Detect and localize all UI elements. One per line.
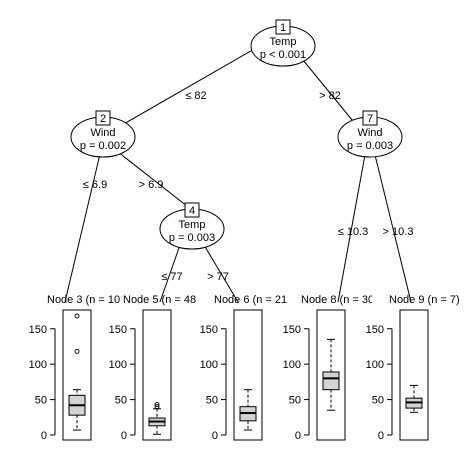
y-tick-label: 150 bbox=[366, 324, 384, 336]
node-id: 1 bbox=[280, 22, 286, 34]
node-id: 7 bbox=[367, 113, 373, 125]
edge-7-9 bbox=[374, 154, 412, 303]
edge-label: ≤ 77 bbox=[161, 271, 182, 283]
outlier-point bbox=[154, 402, 160, 407]
node-p-value: p < 0.001 bbox=[260, 49, 306, 61]
y-tick-label: 100 bbox=[366, 359, 384, 371]
edge-label: ≤ 6.9 bbox=[83, 179, 107, 191]
iqr-box bbox=[322, 371, 340, 391]
boxplot-panels: 0 50 100 150 0 50 100 150 0 50 100 150 0 50 100 150 0 50 1… bbox=[29, 309, 429, 442]
y-tick-label: 0 bbox=[41, 430, 47, 442]
y-tick-label: 0 bbox=[378, 430, 384, 442]
node-p-value: p = 0.003 bbox=[169, 232, 215, 244]
node-variable: Temp bbox=[270, 36, 297, 48]
outlier-point bbox=[154, 404, 160, 410]
y-tick-label: 100 bbox=[109, 359, 127, 371]
outlier-point bbox=[74, 313, 80, 319]
y-tick-label: 50 bbox=[289, 395, 301, 407]
node-variable: Temp bbox=[179, 219, 206, 231]
y-tick-label: 150 bbox=[29, 324, 47, 336]
edge-label: > 6.9 bbox=[139, 179, 164, 191]
edge-label: ≤ 82 bbox=[185, 90, 206, 102]
y-tick-label: 50 bbox=[35, 395, 47, 407]
node-id: 4 bbox=[189, 205, 195, 217]
inner-node-7: 7 Wind p = 0.003 bbox=[337, 110, 403, 158]
edge-4-5 bbox=[159, 244, 181, 303]
edge-label: ≤ 10.3 bbox=[338, 226, 369, 238]
node-p-value: p = 0.002 bbox=[80, 140, 126, 152]
inner-node-4: 4 Temp p = 0.003 bbox=[159, 202, 225, 250]
outlier-point bbox=[74, 348, 80, 354]
node-variable: Wind bbox=[357, 127, 382, 139]
node-variable: Wind bbox=[90, 127, 115, 139]
edge-label: > 10.3 bbox=[383, 226, 414, 238]
terminal-node-title: Node 3 (n = 10 bbox=[47, 294, 120, 306]
node-id: 2 bbox=[100, 113, 106, 125]
y-tick-label: 100 bbox=[283, 359, 301, 371]
edge-7-8 bbox=[337, 154, 366, 303]
y-tick-label: 0 bbox=[295, 430, 301, 442]
boxplot-panel bbox=[62, 309, 92, 441]
y-tick-label: 150 bbox=[283, 324, 301, 336]
y-tick-label: 150 bbox=[109, 324, 127, 336]
terminal-node-title: Node 5 (n = 48 bbox=[123, 294, 196, 306]
y-tick-label: 150 bbox=[200, 324, 218, 336]
y-tick-label: 50 bbox=[115, 395, 127, 407]
terminal-node-title: Node 8 (n = 30 bbox=[301, 294, 374, 306]
boxplot-panel bbox=[316, 309, 346, 441]
y-tick-label: 0 bbox=[212, 430, 218, 442]
node-p-value: p = 0.003 bbox=[347, 140, 393, 152]
terminal-node-title: Node 9 (n = 7) bbox=[389, 294, 460, 306]
y-tick-label: 100 bbox=[29, 359, 47, 371]
edge-2-3 bbox=[64, 153, 101, 303]
inner-node-1: 1 Temp p < 0.001 bbox=[250, 19, 316, 67]
y-tick-label: 0 bbox=[121, 430, 127, 442]
y-tick-label: 100 bbox=[200, 359, 218, 371]
edge-1-2 bbox=[121, 47, 257, 126]
y-tick-label: 50 bbox=[206, 395, 218, 407]
edge-4-6 bbox=[203, 244, 239, 303]
edge-2-4 bbox=[117, 151, 193, 211]
boxplot-panel bbox=[399, 309, 429, 441]
terminal-node-title: Node 6 (n = 21 bbox=[214, 294, 287, 306]
y-tick-label: 50 bbox=[372, 395, 384, 407]
inner-node-2: 2 Wind p = 0.002 bbox=[70, 110, 136, 158]
edge-label: > 82 bbox=[319, 90, 341, 102]
edge-label: > 77 bbox=[207, 271, 229, 283]
edge-1-7 bbox=[302, 59, 358, 127]
